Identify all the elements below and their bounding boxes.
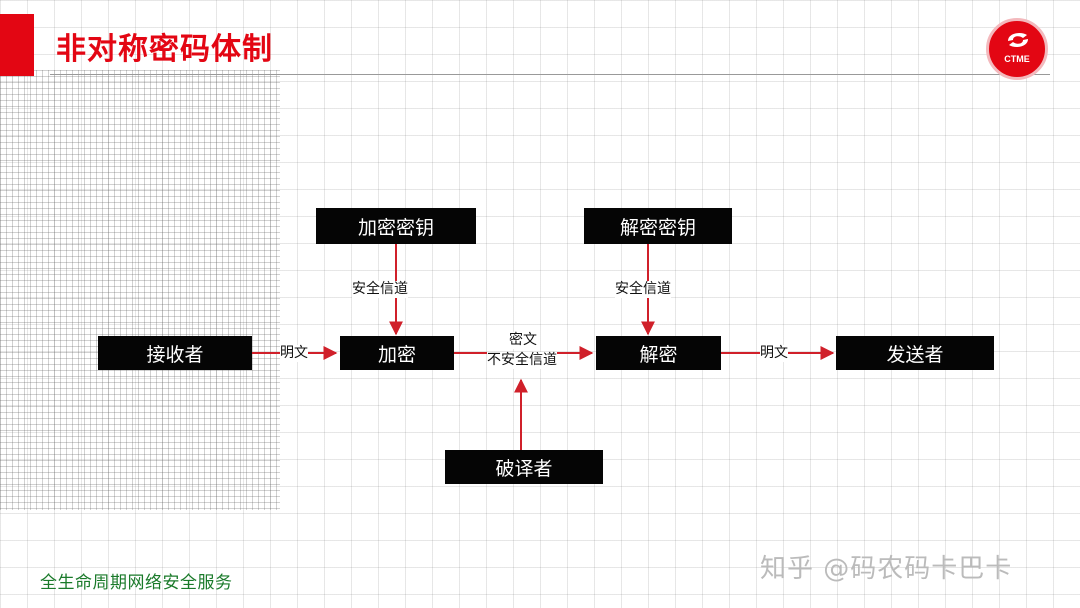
background-grid-dense <box>0 70 280 510</box>
node-attacker: 破译者 <box>445 450 603 484</box>
watermark-text: 知乎 @码农码卡巴卡 <box>760 554 1013 584</box>
node-receiver: 接收者 <box>98 336 252 370</box>
node-sender: 发送者 <box>836 336 994 370</box>
node-encrypt-key: 加密密钥 <box>316 208 476 244</box>
ctme-logo-icon: CTME <box>986 18 1048 80</box>
page-title: 非对称密码体制 <box>56 32 273 67</box>
label-secure-channel-right: 安全信道 <box>615 281 671 298</box>
node-decrypt: 解密 <box>596 336 721 370</box>
title-divider <box>50 74 1050 75</box>
node-decrypt-key: 解密密钥 <box>584 208 732 244</box>
label-plaintext-out: 明文 <box>760 345 788 362</box>
logo-text: CTME <box>1004 54 1030 64</box>
label-insecure-channel: 不安全信道 <box>487 352 557 369</box>
title-accent-bar <box>0 14 34 76</box>
label-ciphertext: 密文 <box>509 332 537 349</box>
node-encrypt: 加密 <box>340 336 454 370</box>
label-secure-channel-left: 安全信道 <box>352 281 408 298</box>
label-plaintext-in: 明文 <box>280 345 308 362</box>
footer-slogan: 全生命周期网络安全服务 <box>40 573 233 593</box>
logo-swirl-icon <box>1008 33 1028 47</box>
